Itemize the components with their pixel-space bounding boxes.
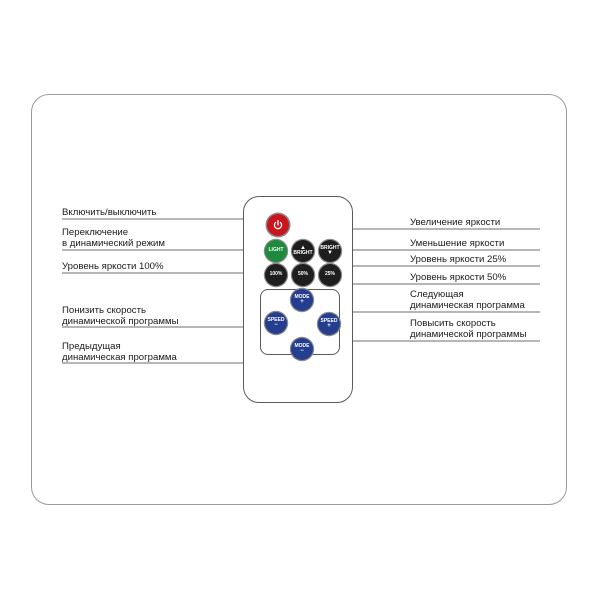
brightness-100-button[interactable]: 100% bbox=[265, 264, 287, 286]
mode-down-label: MODE bbox=[294, 342, 310, 349]
label-brightness-50: Уровень яркости 50% bbox=[410, 272, 507, 283]
speed-down-label: SPEED bbox=[267, 316, 285, 323]
label-speed-up-line2: динамической программы bbox=[410, 329, 527, 340]
power-icon bbox=[273, 219, 283, 230]
label-brightness-25: Уровень яркости 25% bbox=[410, 254, 507, 265]
light-button[interactable]: LIGHT bbox=[265, 240, 287, 262]
label-mode-switch-line1: Переключение bbox=[62, 227, 129, 238]
label-speed-down-line2: динамической программы bbox=[62, 316, 179, 327]
label-power: Включить/выключить bbox=[62, 207, 157, 218]
label-brightness-up: Увеличение яркости bbox=[410, 217, 501, 228]
bright-up-arrow: ▲ bbox=[300, 244, 306, 251]
mode-up-sign: + bbox=[300, 299, 304, 306]
label-speed-up-line1: Повысить скорость bbox=[410, 318, 496, 329]
brightness-50-button[interactable]: 50% bbox=[292, 264, 314, 286]
speed-up-label: SPEED bbox=[320, 317, 338, 324]
label-speed-down-line1: Понизить скорость bbox=[62, 305, 147, 316]
speed-down-button[interactable]: SPEED − bbox=[265, 312, 287, 334]
speed-up-sign: + bbox=[327, 323, 331, 330]
speed-up-button[interactable]: SPEED + bbox=[318, 313, 340, 335]
label-next-program-line2: динамическая программа bbox=[410, 300, 525, 311]
bright-down-button[interactable]: BRIGHT ▼ bbox=[319, 240, 341, 262]
bright-up-label: BRIGHT bbox=[293, 249, 313, 256]
brightness-25-button[interactable]: 25% bbox=[319, 264, 341, 286]
diagram-frame bbox=[31, 94, 567, 505]
label-brightness-down: Уменьшение яркости bbox=[410, 238, 505, 249]
label-mode-switch-line2: в динамический режим bbox=[62, 238, 165, 249]
label-prev-program-line2: динамическая программа bbox=[62, 352, 177, 363]
label-prev-program-line1: Предыдущая bbox=[62, 341, 121, 352]
bright-down-label: BRIGHT bbox=[320, 244, 340, 251]
mode-down-sign: − bbox=[300, 348, 304, 355]
bright-up-button[interactable]: ▲ BRIGHT bbox=[292, 240, 314, 262]
mode-up-label: MODE bbox=[294, 293, 310, 300]
label-brightness-100: Уровень яркости 100% bbox=[62, 261, 164, 272]
speed-down-sign: − bbox=[274, 322, 278, 329]
mode-down-button[interactable]: MODE − bbox=[291, 338, 313, 360]
bright-down-arrow: ▼ bbox=[327, 250, 333, 257]
label-next-program-line1: Следующая bbox=[410, 289, 464, 300]
power-button[interactable] bbox=[267, 214, 289, 236]
mode-up-button[interactable]: MODE + bbox=[291, 289, 313, 311]
